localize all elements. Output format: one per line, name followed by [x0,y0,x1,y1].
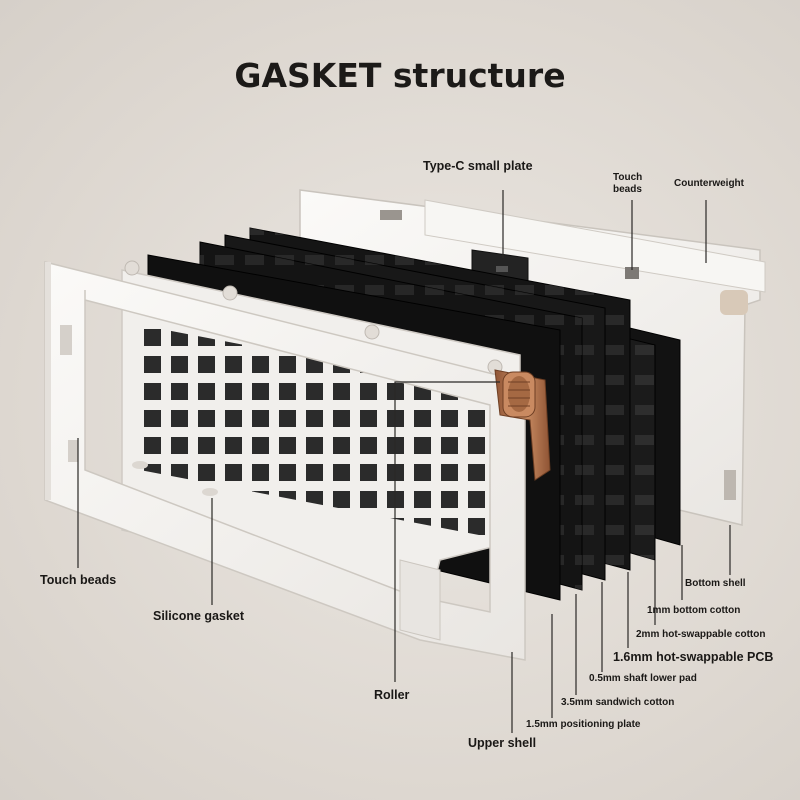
label-touch-beads: Touch beads [40,573,117,587]
label-silicone-gasket: Silicone gasket [153,609,245,623]
diagram-title: GASKET structure [234,56,566,95]
leader-lines [77,190,731,733]
label-sandwich-cotton: 3.5mm sandwich cotton [561,697,675,708]
upper-shell [44,261,526,661]
label-type-c-small-plate: Type-C small plate [423,159,533,173]
label-touch-beads-top: Touch beads [613,172,643,195]
label-bottom-cotton: 1mm bottom cotton [647,605,741,616]
roller [494,369,551,481]
label-roller: Roller [374,688,410,702]
label-counterweight: Counterweight [674,178,744,189]
label-positioning-plate: 1.5mm positioning plate [526,719,641,730]
label-shaft-lower-pad: 0.5mm shaft lower pad [589,673,697,684]
label-upper-shell: Upper shell [468,736,537,750]
label-bottom-shell: Bottom shell [685,578,746,589]
label-hotswap-cotton: 2mm hot-swappable cotton [636,629,766,640]
label-pcb: 1.6mm hot-swappable PCB [613,650,774,664]
